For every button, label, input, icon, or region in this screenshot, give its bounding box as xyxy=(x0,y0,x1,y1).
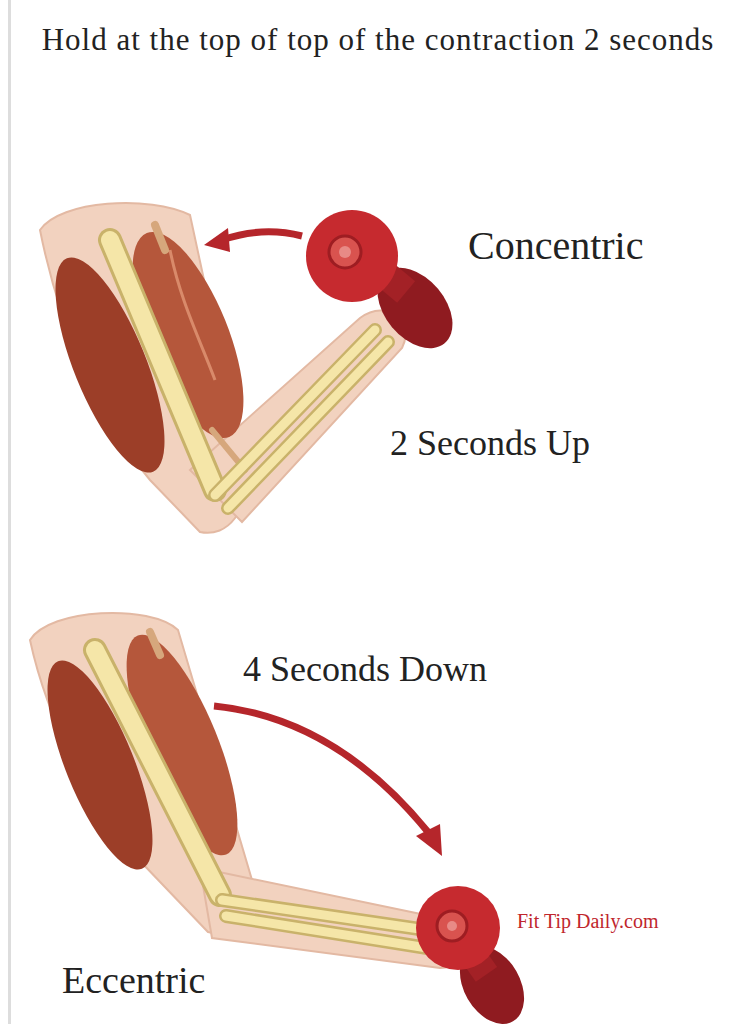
phase-label: Concentric xyxy=(468,222,644,269)
watermark: Fit Tip Daily.com xyxy=(514,910,662,933)
tempo-label: 2 Seconds Up xyxy=(390,422,590,464)
flexed-arm xyxy=(34,203,468,533)
title: Hold at the top of top of the contractio… xyxy=(18,18,738,61)
phase-label: Eccentric xyxy=(62,958,205,1002)
tempo-label: 4 Seconds Down xyxy=(243,648,487,690)
extended-arm xyxy=(27,613,538,1024)
